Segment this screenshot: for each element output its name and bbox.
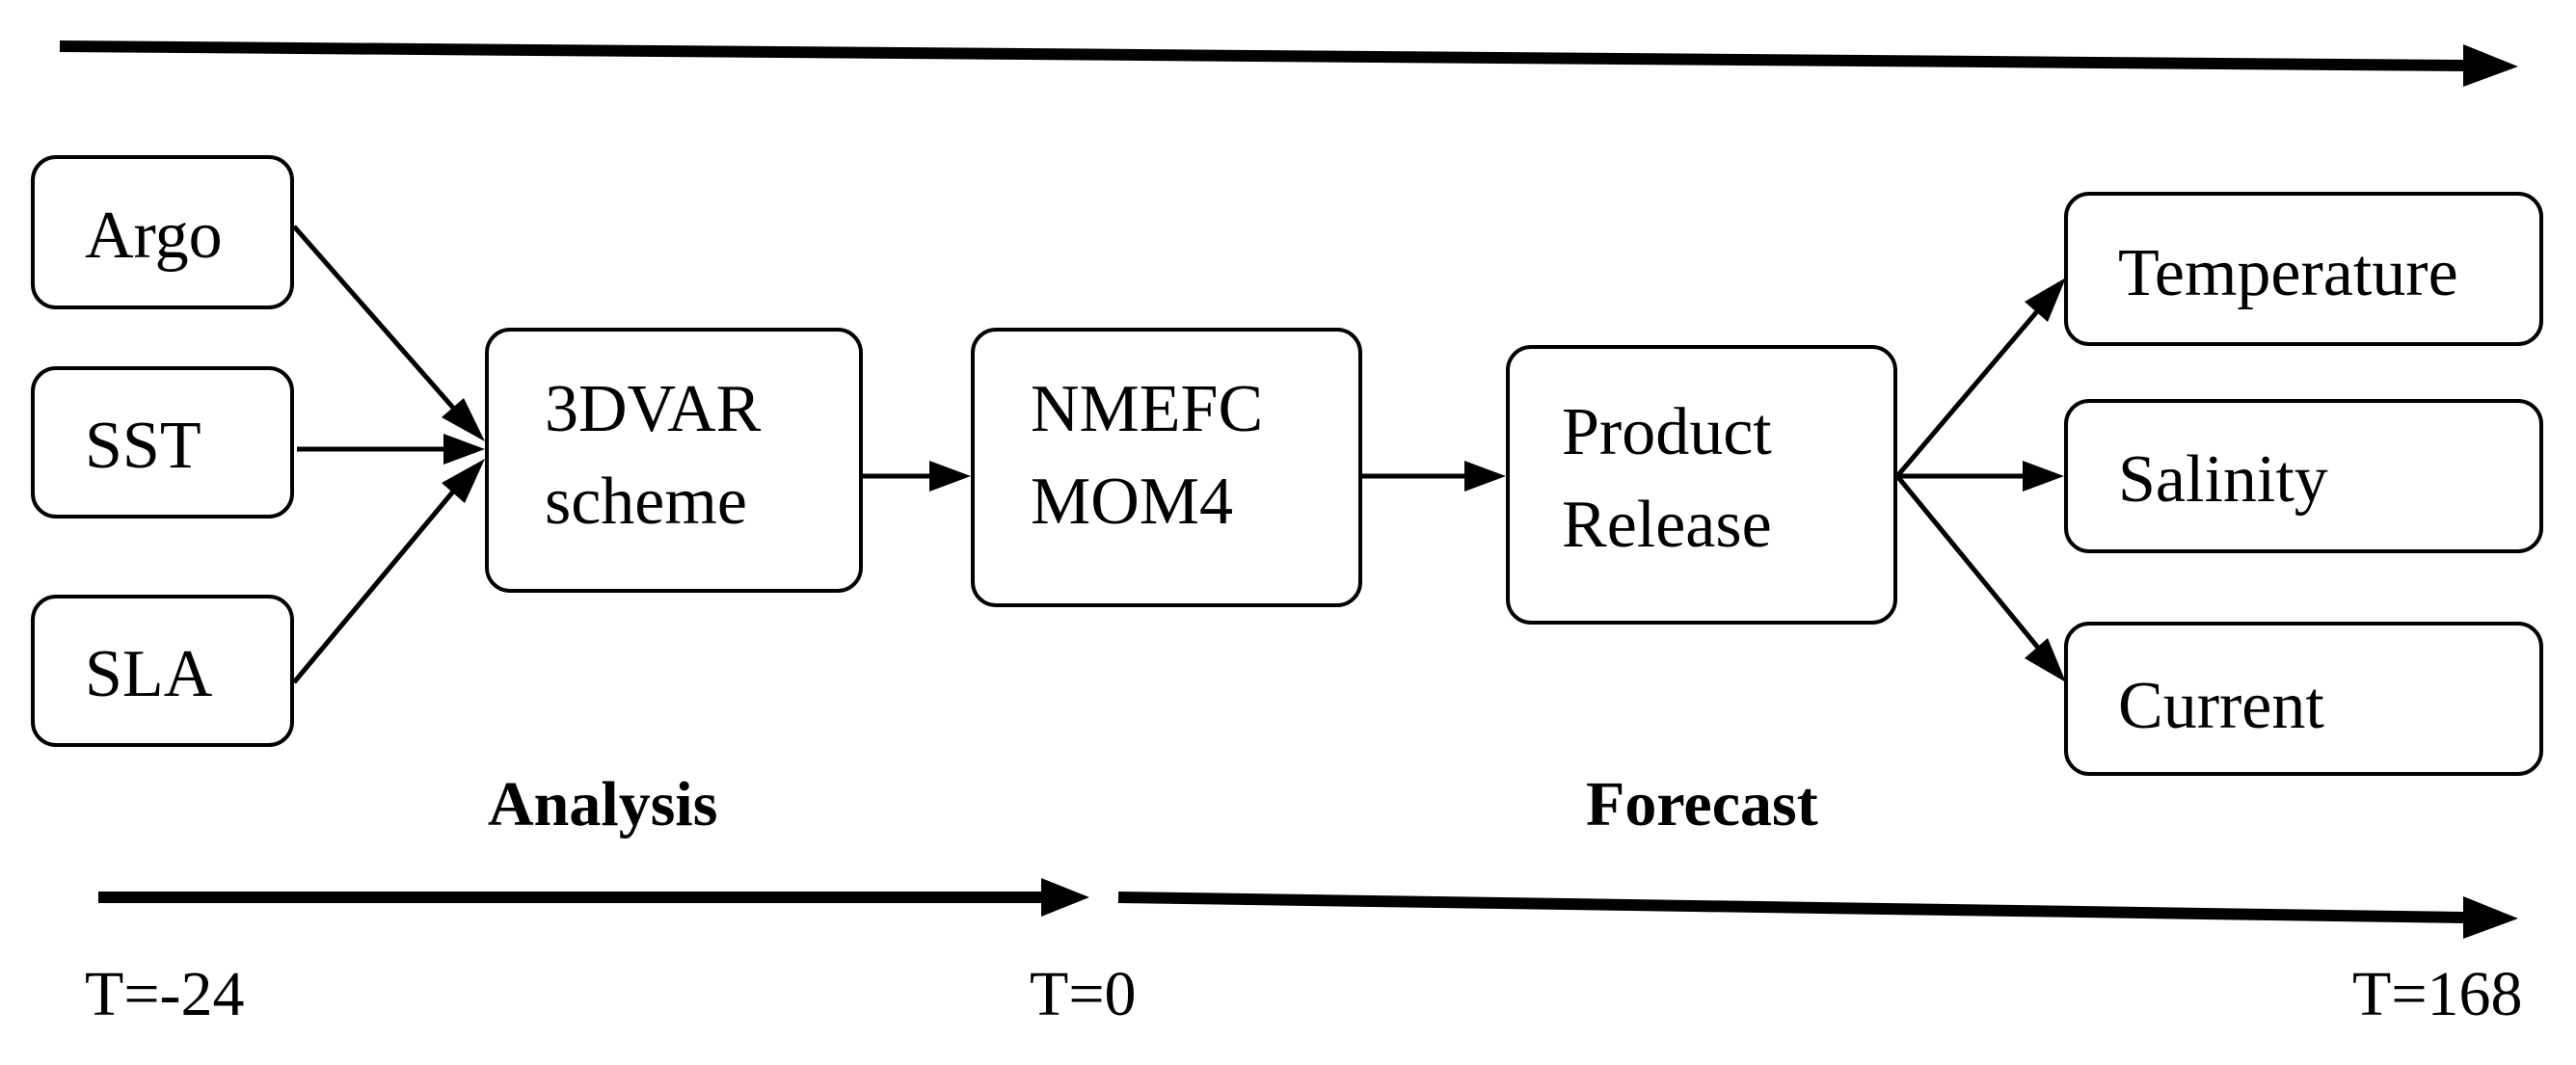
phase-label-forecast: Forecast: [1586, 769, 1818, 839]
output-box-salinity: Salinity: [2064, 399, 2543, 553]
input-box-sla: SLA: [31, 595, 294, 747]
arrowhead-release-to-temperature: [2025, 278, 2066, 322]
arrowhead-release-to-current: [2025, 638, 2066, 682]
arrowhead-nmefc-to-release: [1464, 461, 1506, 492]
input-box-sst: SST: [31, 366, 294, 519]
release-label-line2: Release: [1562, 488, 1772, 562]
assimilation-box-3dvar: 3DVAR scheme: [485, 328, 863, 593]
analysis-timeline-arrowhead: [1041, 878, 1089, 917]
model-label-line1: NMEFC: [1031, 372, 1264, 446]
timeline-label-mid: T=0: [1030, 959, 1137, 1029]
top-timeline-arrowhead: [2463, 44, 2518, 87]
arrowhead-3dvar-to-nmefc: [929, 461, 971, 492]
assimilation-label-line2: scheme: [545, 465, 747, 539]
output-box-temperature: Temperature: [2064, 192, 2543, 346]
forecast-timeline-arrow: [1117, 892, 2464, 923]
arrowhead-sla-to-3dvar: [442, 459, 485, 503]
arrow-argo-to-3dvar: [292, 225, 455, 410]
arrow-sla-to-3dvar: [292, 490, 455, 684]
arrow-release-to-temperature: [1895, 308, 2040, 478]
arrow-release-to-current: [1895, 474, 2040, 650]
input-label-argo: Argo: [85, 199, 223, 273]
output-box-current: Current: [2064, 622, 2543, 776]
output-label-salinity: Salinity: [2118, 442, 2328, 517]
timeline-label-end: T=168: [2352, 959, 2523, 1029]
model-box-nmefc-mom4: NMEFC MOM4: [971, 328, 1362, 607]
input-label-sst: SST: [85, 409, 201, 483]
output-label-current: Current: [2118, 669, 2324, 743]
arrowhead-argo-to-3dvar: [442, 398, 485, 441]
input-box-argo: Argo: [31, 155, 294, 309]
arrowhead-release-to-salinity: [2023, 461, 2064, 492]
output-label-temperature: Temperature: [2118, 236, 2458, 310]
forecast-timeline-arrowhead: [2463, 896, 2518, 939]
release-label-line1: Product: [1562, 395, 1772, 469]
top-timeline-arrow: [59, 40, 2464, 71]
phase-label-analysis: Analysis: [488, 769, 718, 839]
arrowhead-sst-to-3dvar: [443, 434, 485, 465]
timeline-label-start: T=-24: [85, 959, 245, 1029]
assimilation-label-line1: 3DVAR: [545, 372, 762, 446]
model-label-line2: MOM4: [1031, 465, 1234, 539]
input-label-sla: SLA: [85, 637, 213, 711]
release-box-product: Product Release: [1506, 345, 1897, 625]
